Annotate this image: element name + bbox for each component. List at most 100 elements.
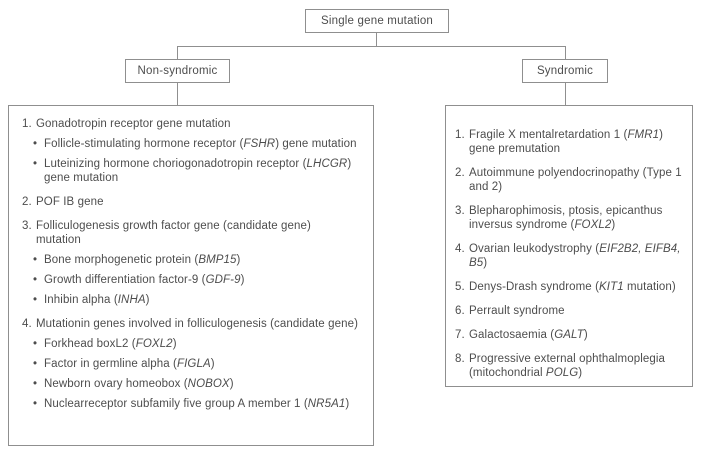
text-segment: Fragile X mentalretardation 1 ( [469, 129, 628, 141]
text-segment: ) [229, 378, 234, 390]
root-node-single-gene-mutation: Single gene mutation [305, 9, 449, 33]
item-number: 1. [455, 129, 465, 141]
text-segment: Bone morphogenetic protein ( [44, 254, 199, 266]
connector-line-root-vertical [376, 33, 377, 46]
bullet-item: •Factor in germline alpha (FIGLA) [22, 357, 359, 371]
gene-name: INHA [117, 294, 146, 306]
bullet-item: • Nuclearreceptor subfamily five group A … [22, 397, 359, 411]
list-item: 1. Gonadotropin receptor gene mutation [22, 117, 359, 131]
bullet-item: • Growth differentiation factor-9 (GDF-9) [22, 273, 359, 287]
bullet-text: Inhibin alpha (INHA) [44, 294, 150, 306]
item-text: Folliculogenesis growth factor gene (can… [36, 220, 311, 246]
bullet-item: •Bone morphogenetic protein (BMP15) [22, 253, 359, 267]
text-segment: Inhibin alpha ( [44, 294, 118, 306]
text-segment: Follicle-stimulating hormone receptor ( [44, 138, 244, 150]
item-text: Ovarian leukodystrophy (EIF2B2, EIFB4, B… [469, 243, 681, 269]
gene-name: FMR1 [627, 129, 660, 141]
bullet-text: Factor in germline alpha (FIGLA) [44, 358, 215, 370]
bullet-icon: • [33, 158, 38, 170]
item-text: Galactosaemia (GALT) [469, 329, 588, 341]
text-segment: ) [172, 338, 177, 350]
text-segment: ) gene mutation [275, 138, 357, 150]
gene-name: POLG [545, 367, 579, 379]
bullet-text: Nuclearreceptor subfamily five group A m… [44, 398, 349, 410]
bullet-text: Growth differentiation factor-9 (GDF-9) [44, 274, 245, 286]
text-segment: ) gene premutation [469, 129, 664, 155]
text-segment: ) [583, 329, 588, 341]
gene-name: FIGLA [177, 358, 211, 370]
text-segment: ) [240, 274, 245, 286]
list-item: 4. Mutationin genes involved in folliculo… [22, 317, 359, 331]
text-segment: Perrault syndrome [469, 305, 565, 317]
gene-name: EIF2B2, EIFB4, B5 [469, 243, 681, 269]
bullet-text: Bone morphogenetic protein (BMP15) [44, 254, 240, 266]
bullet-text: Newborn ovary homeobox (NOBOX) [44, 378, 234, 390]
text-segment: Mutationin genes involved in folliculoge… [36, 318, 359, 330]
text-segment: POF IB gene [36, 196, 104, 208]
list-item: 2.Autoimmune polyendocrinopathy (Type 1 … [455, 166, 684, 194]
gene-name: GDF-9 [205, 274, 241, 286]
branch-node-label: Non-syndromic [137, 65, 218, 77]
text-segment: Gonadotropin receptor gene mutation [36, 118, 231, 130]
list-item: 3.Blepharophimosis, ptosis, epicanthus i… [455, 204, 684, 232]
bullet-text: Luteinizing hormone choriogonadotropin r… [44, 158, 351, 184]
text-segment: Factor in germline alpha ( [44, 358, 177, 370]
bullet-text: Follicle-stimulating hormone receptor (F… [44, 138, 357, 150]
item-text: Gonadotropin receptor gene mutation [36, 118, 231, 130]
item-number: 4. [455, 243, 465, 255]
list-item: 4. Ovarian leukodystrophy (EIF2B2, EIFB4,… [455, 242, 684, 270]
item-number: 4. [22, 318, 32, 330]
list-item: 3. Folliculogenesis growth factor gene (c… [22, 219, 359, 247]
item-number: 2. [455, 167, 465, 179]
gene-name: FOXL2 [574, 219, 612, 231]
branch-node-non-syndromic: Non-syndromic [125, 59, 230, 83]
bullet-item: • Follicle-stimulating hormone receptor (… [22, 137, 359, 151]
text-segment: Denys-Drash syndrome ( [469, 281, 600, 293]
item-text: Fragile X mentalretardation 1 (FMR1) gen… [469, 129, 663, 155]
connector-line-left-branch-bottom [177, 83, 178, 105]
bullet-item: • Luteinizing hormone choriogonadotropin … [22, 157, 359, 185]
text-segment: Progressive external ophthalmoplegia (mi… [469, 353, 666, 379]
bullet-icon: • [33, 398, 38, 410]
item-number: 8. [455, 353, 465, 365]
root-node-label: Single gene mutation [320, 15, 434, 27]
list-item: 1. Fragile X mentalretardation 1 (FMR1) g… [455, 128, 684, 156]
gene-name: NOBOX [187, 378, 230, 390]
list-item: 6. Perrault syndrome [455, 304, 684, 318]
text-segment: ) [578, 367, 583, 379]
text-segment: Ovarian leukodystrophy ( [469, 243, 600, 255]
gene-name: KIT1 [599, 281, 624, 293]
connector-line-left-branch-top [177, 46, 178, 59]
text-segment: Luteinizing hormone choriogonadotropin r… [44, 158, 307, 170]
text-segment: Growth differentiation factor-9 ( [44, 274, 206, 286]
text-segment: mutation) [623, 281, 676, 293]
item-number: 1. [22, 118, 32, 130]
gene-name: NR5A1 [307, 398, 346, 410]
text-segment: Blepharophimosis, ptosis, epicanthus inv… [469, 205, 663, 231]
bullet-icon: • [33, 138, 38, 150]
item-text: Perrault syndrome [469, 305, 565, 317]
gene-name: FOXL2 [135, 338, 173, 350]
list-item: 8. Progressive external ophthalmoplegia (… [455, 352, 684, 380]
text-segment: Folliculogenesis growth factor gene (can… [36, 220, 311, 246]
gene-name: BMP15 [198, 254, 237, 266]
connector-line-right-branch-bottom [565, 83, 566, 105]
branch-node-label: Syndromic [536, 65, 594, 77]
non-syndromic-list-box: 1. Gonadotropin receptor gene mutation • Fo… [8, 105, 374, 446]
item-number: 3. [22, 220, 32, 232]
text-segment: ) [210, 358, 215, 370]
bullet-item: • Inhibin alpha (INHA) [22, 293, 359, 307]
text-segment: ) [345, 398, 350, 410]
item-text: Progressive external ophthalmoplegia (mi… [469, 353, 665, 379]
item-number: 6. [455, 305, 465, 317]
text-segment: Nuclearreceptor subfamily five group A m… [44, 398, 308, 410]
gene-name: LHCGR [306, 158, 348, 170]
bullet-icon: • [33, 274, 38, 286]
connector-line-horizontal [177, 46, 566, 47]
item-text: Blepharophimosis, ptosis, epicanthus inv… [469, 205, 662, 231]
bullet-icon: • [33, 294, 38, 306]
item-text: POF IB gene [36, 196, 104, 208]
text-segment: Newborn ovary homeobox ( [44, 378, 188, 390]
bullet-text: Forkhead boxL2 (FOXL2) [44, 338, 177, 350]
